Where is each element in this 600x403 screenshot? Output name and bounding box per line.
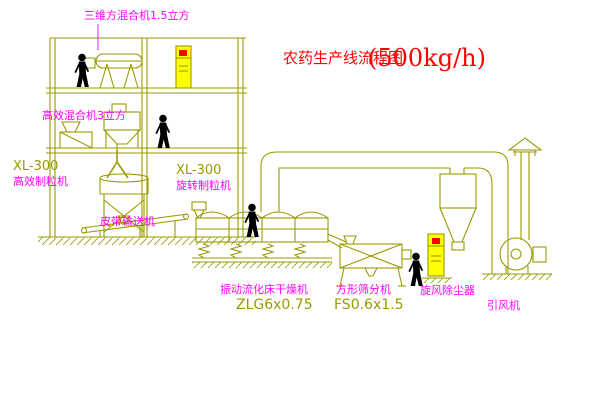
label-left-granulator-name: 高效制粒机 <box>13 174 68 188</box>
cyclone-separator <box>439 173 477 251</box>
red-indicator <box>179 50 187 56</box>
rotary-granulator <box>99 173 149 237</box>
label-cyclone: 旋风除尘器 <box>420 283 475 297</box>
control-cabinet-right <box>422 233 452 283</box>
label-square-sifter: 方形筛分机 <box>336 282 391 296</box>
label-high-efficiency-mixer: 高效混合机3立方 <box>42 108 126 122</box>
label-square-sifter-model: FS0.6x1.5 <box>334 297 404 313</box>
person-figure <box>74 53 90 88</box>
ground-hatch <box>38 236 256 245</box>
label-rotary-granulator-model: XL-300 <box>176 163 221 178</box>
label-fluid-bed-dryer-model: ZLG6x0.75 <box>236 297 313 313</box>
label-rotary-granulator-name: 旋转制粒机 <box>176 178 231 192</box>
label-fluid-bed-dryer: 振动流化床干燥机 <box>220 282 308 296</box>
red-indicator <box>432 238 440 244</box>
label-left-granulator-model: XL-300 <box>13 159 58 174</box>
high-efficiency-mixer <box>102 103 142 150</box>
person-figure <box>244 203 260 238</box>
rain-cap <box>507 137 543 156</box>
person-figure <box>155 114 171 149</box>
diagram-title-capacity: (500kg/h) <box>368 44 486 72</box>
label-induced-draft-fan: 引风机 <box>487 298 520 312</box>
building-frame <box>46 37 247 237</box>
square-sifter <box>336 235 412 287</box>
exhaust-duct <box>260 151 509 274</box>
dryer-base-hatch <box>192 262 332 268</box>
feeder-unit <box>59 121 93 149</box>
fluid-bed-dryer <box>191 201 347 263</box>
control-cabinet-top <box>175 45 192 89</box>
exhaust-stack <box>507 137 543 240</box>
label-three-d-mixer: 三维方混合机1.5立方 <box>84 8 190 22</box>
belt-conveyor <box>80 213 190 237</box>
label-belt-conveyor: 皮带输送机 <box>100 214 155 228</box>
fan-base-hatch <box>482 274 552 280</box>
diagram-title: 农药生产线流程图 <box>283 49 403 67</box>
three-d-mixer <box>82 53 143 89</box>
